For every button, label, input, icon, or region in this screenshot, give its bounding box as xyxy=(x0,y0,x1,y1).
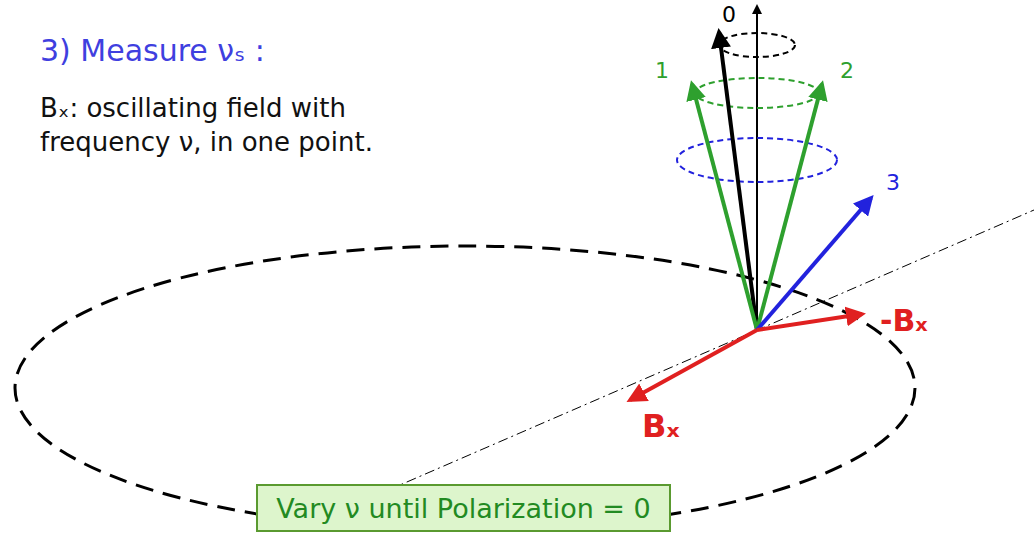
callout-number: 1 xyxy=(655,60,669,82)
precession-cone-1 xyxy=(695,78,819,108)
vertical-axis xyxy=(756,6,758,330)
spin-vector xyxy=(719,32,757,330)
callout-number: 2 xyxy=(840,60,854,82)
spin-vector xyxy=(757,198,871,330)
callout-number: 3 xyxy=(886,172,900,194)
callout-number: 0 xyxy=(722,4,736,26)
precession-cone-0 xyxy=(719,33,795,57)
field-vector xyxy=(757,314,862,330)
box-text: Vary ν until Polarization = 0 xyxy=(276,493,651,524)
instruction-box: Vary ν until Polarization = 0 xyxy=(256,484,671,532)
precession-cone-2 xyxy=(677,138,837,182)
field-vector xyxy=(630,330,757,400)
field-label: Bₓ xyxy=(642,410,680,442)
slide-title: 3) Measure νₛ : xyxy=(40,34,265,69)
axis-line xyxy=(370,210,1034,498)
field-label: -Bₓ xyxy=(880,306,928,336)
description-text: Bₓ: oscillating field with frequency ν, … xyxy=(40,92,470,160)
spin-vector xyxy=(692,84,757,330)
